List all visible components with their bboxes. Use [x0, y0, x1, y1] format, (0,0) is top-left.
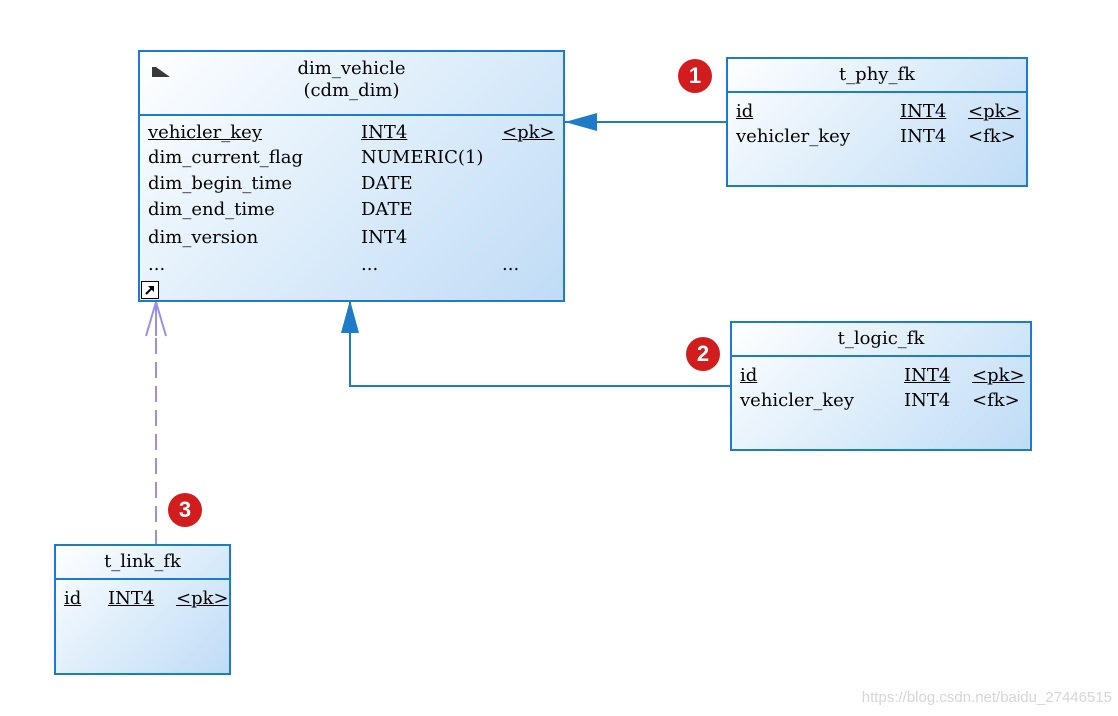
table-name: t_logic_fk [837, 328, 925, 349]
column-key: <pk> [968, 101, 1021, 122]
table-t-phy-fk[interactable]: t_phy_fk id INT4 <pk> vehicler_key INT4 … [726, 57, 1028, 187]
phy-fk-arrowhead [565, 113, 597, 131]
table-dim-vehicle[interactable]: dim_vehicle (cdm_dim) vehicler_key INT4 … [138, 50, 565, 302]
column-row[interactable]: dim_current_flag NUMERIC(1) [140, 147, 563, 171]
table-schema: (cdm_dim) [303, 80, 400, 101]
table-type-icon [152, 67, 170, 77]
column-name: ... [148, 254, 166, 275]
table-name: dim_vehicle [297, 58, 406, 79]
column-type: INT4 [904, 390, 951, 411]
watermark: https://blog.csdn.net/baidu_27446515 [861, 689, 1112, 706]
column-name: dim_end_time [148, 199, 275, 220]
column-row[interactable]: ... ... ... [140, 254, 563, 278]
column-row[interactable]: dim_version INT4 [140, 227, 563, 251]
column-type: INT4 [361, 122, 408, 143]
column-name: vehicler_key [736, 126, 850, 147]
column-key: <pk> [972, 365, 1025, 386]
column-type: ... [361, 254, 379, 275]
column-row[interactable]: vehicler_key INT4 <fk> [732, 390, 1030, 414]
column-name: dim_version [148, 227, 259, 248]
table-t-link-fk[interactable]: t_link_fk id INT4 <pk> [54, 544, 231, 675]
column-key: <pk> [176, 588, 229, 609]
column-type: INT4 [900, 126, 947, 147]
column-name: vehicler_key [148, 122, 262, 143]
column-type: DATE [361, 199, 413, 220]
column-key: <pk> [502, 122, 555, 143]
table-header: t_phy_fk [728, 59, 1026, 93]
column-row[interactable]: dim_end_time DATE [140, 199, 563, 223]
column-key: <fk> [968, 126, 1016, 147]
column-key: ... [502, 254, 520, 275]
column-type: NUMERIC(1) [361, 147, 484, 168]
badge-2: 2 [686, 337, 720, 371]
column-name: id [64, 588, 82, 609]
column-type: INT4 [904, 365, 951, 386]
column-key: <fk> [972, 390, 1020, 411]
badge-3: 3 [168, 493, 202, 527]
column-row[interactable]: id INT4 <pk> [56, 588, 229, 612]
column-row[interactable]: vehicler_key INT4 <fk> [728, 126, 1026, 150]
table-name: t_link_fk [104, 551, 181, 572]
column-row[interactable]: id INT4 <pk> [732, 365, 1030, 389]
table-name: t_phy_fk [838, 64, 916, 85]
table-header: t_logic_fk [732, 323, 1030, 357]
column-name: dim_current_flag [148, 147, 303, 168]
column-row[interactable]: id INT4 <pk> [728, 101, 1026, 125]
column-name: id [740, 365, 758, 386]
logic-fk-arrowhead [341, 300, 359, 333]
column-name: dim_begin_time [148, 173, 293, 194]
table-header: t_link_fk [56, 546, 229, 580]
column-type: INT4 [361, 227, 408, 248]
table-header: dim_vehicle (cdm_dim) [140, 52, 563, 116]
column-row[interactable]: dim_begin_time DATE [140, 173, 563, 197]
column-type: DATE [361, 173, 413, 194]
logic-fk-line [349, 300, 730, 387]
shortcut-icon [141, 281, 159, 299]
column-name: id [736, 101, 754, 122]
badge-1: 1 [678, 59, 712, 93]
column-row[interactable]: vehicler_key INT4 <pk> [140, 122, 563, 146]
column-type: INT4 [900, 101, 947, 122]
table-t-logic-fk[interactable]: t_logic_fk id INT4 <pk> vehicler_key INT… [730, 321, 1032, 451]
column-name: vehicler_key [740, 390, 854, 411]
column-type: INT4 [108, 588, 155, 609]
